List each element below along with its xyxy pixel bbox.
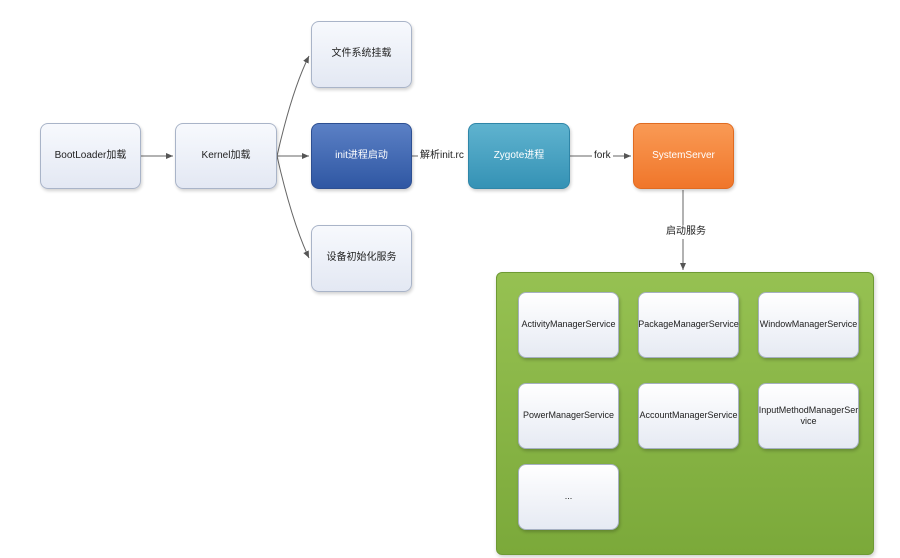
device-init-label: 设备初始化服务 <box>326 252 397 264</box>
bootloader-node: BootLoader加载 <box>40 123 141 189</box>
zygote-node: Zygote进程 <box>468 123 570 189</box>
device-init-node: 设备初始化服务 <box>311 225 412 292</box>
edge-label-fork: fork <box>592 149 613 163</box>
kernel-label: Kernel加载 <box>201 149 251 161</box>
service-more-label: ... <box>564 491 573 502</box>
service-account-manager-label: AccountManagerService <box>639 410 738 421</box>
edge-label-start-services: 启动服务 <box>664 225 708 239</box>
service-input-method-manager-label: InputMethodManagerSer vice <box>758 404 859 426</box>
edge-label-parse-init-rc: 解析init.rc <box>418 149 466 163</box>
service-power-manager: PowerManagerService <box>518 383 619 449</box>
edge-kernel-device-init <box>276 155 310 259</box>
service-power-manager-label: PowerManagerService <box>522 410 615 421</box>
init-node: init进程启动 <box>311 123 412 189</box>
service-activity-manager: ActivityManagerService <box>518 292 619 358</box>
service-package-manager: PackageManagerService <box>638 292 739 358</box>
service-window-manager: WindowManagerService <box>758 292 859 358</box>
bootloader-label: BootLoader加载 <box>54 149 127 161</box>
init-label: init进程启动 <box>335 149 388 161</box>
zygote-label: Zygote进程 <box>493 149 545 161</box>
edge-kernel-filesystem <box>276 55 310 157</box>
service-activity-manager-label: ActivityManagerService <box>521 319 616 330</box>
service-input-method-manager: InputMethodManagerSer vice <box>758 383 859 449</box>
kernel-node: Kernel加载 <box>175 123 277 189</box>
service-account-manager: AccountManagerService <box>638 383 739 449</box>
systemserver-node: SystemServer <box>633 123 734 189</box>
service-more: ... <box>518 464 619 530</box>
service-window-manager-label: WindowManagerService <box>759 319 858 330</box>
systemserver-label: SystemServer <box>652 149 715 161</box>
filesystem-label: 文件系统挂载 <box>331 48 392 60</box>
service-package-manager-label: PackageManagerService <box>638 319 739 330</box>
filesystem-node: 文件系统挂载 <box>311 21 412 88</box>
